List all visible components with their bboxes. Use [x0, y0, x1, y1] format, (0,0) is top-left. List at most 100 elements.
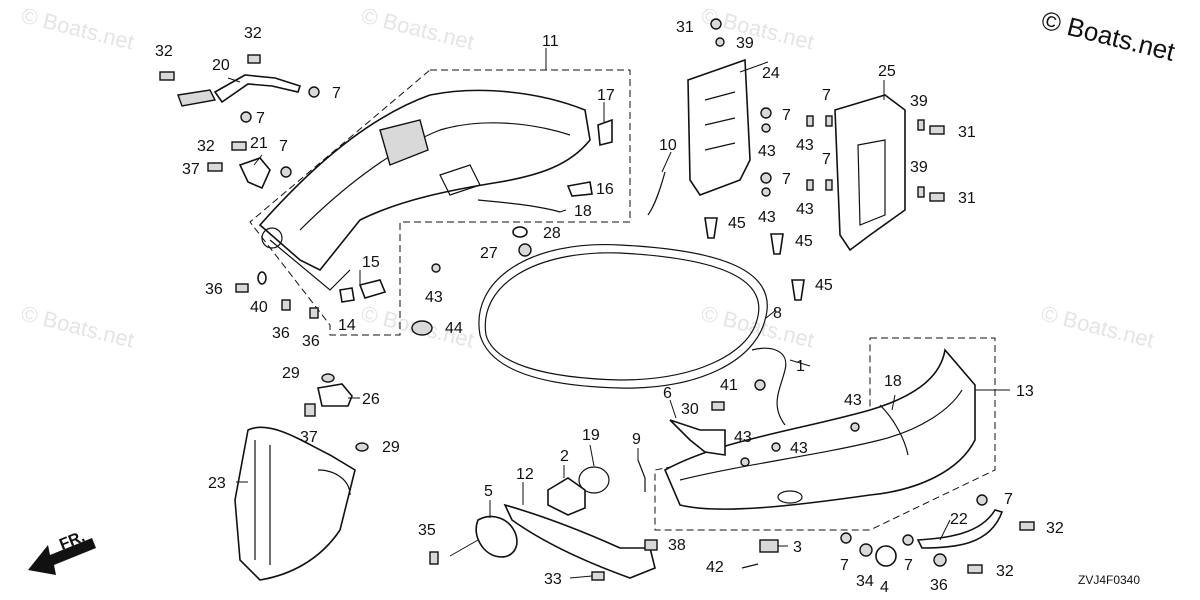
- part-27-nut: [518, 243, 532, 257]
- callout-label: 32: [244, 25, 262, 42]
- part-7-nut: [976, 494, 988, 506]
- part-32-bolt: [967, 564, 983, 574]
- callout-label: 31: [958, 124, 976, 141]
- callout-label: 9: [632, 431, 641, 448]
- part-38-bolt: [644, 539, 658, 551]
- callout-label: 16: [596, 181, 614, 198]
- part-43-clip: [850, 422, 860, 432]
- part-2-grommet: [547, 477, 586, 516]
- callout-label: 43: [425, 289, 443, 306]
- callout-label: 12: [516, 466, 534, 483]
- part-13-lower-cover: [663, 348, 976, 510]
- watermark-text: © Boats.net: [19, 3, 137, 55]
- front-arrow: FR.: [28, 528, 96, 575]
- callout-label: 6: [663, 385, 672, 402]
- part-7-nut: [840, 532, 852, 544]
- callout-label: 26: [362, 391, 380, 408]
- part-43-clip: [771, 442, 781, 452]
- callout-label: 7: [782, 107, 791, 124]
- callout-label: 31: [958, 190, 976, 207]
- callout-label: 29: [382, 439, 400, 456]
- callout-label: 40: [250, 299, 268, 316]
- callout-label: 39: [736, 35, 754, 52]
- callout-label: 7: [822, 87, 831, 104]
- callout-label: 36: [205, 281, 223, 298]
- callout-label: 7: [822, 151, 831, 168]
- callout-label: 38: [668, 537, 686, 554]
- part-18-tube: [477, 199, 561, 213]
- part-23-detail: [317, 469, 351, 496]
- part-43-clip: [740, 457, 750, 467]
- part-25-inner: [857, 139, 886, 226]
- callout-label: 43: [734, 429, 752, 446]
- leader-lines: [227, 48, 1010, 579]
- part-26-bracket: [317, 383, 353, 407]
- part-9-bar: [637, 459, 646, 492]
- part-10-rod: [647, 171, 666, 216]
- callout-label: 41: [720, 377, 738, 394]
- part-41-clip: [754, 379, 766, 391]
- part-22-bracket: [916, 509, 1004, 549]
- callout-label: 43: [790, 440, 808, 457]
- callout-label: 44: [445, 320, 463, 337]
- part-24-panel: [687, 58, 751, 196]
- part-34-nut: [859, 543, 873, 557]
- part-5-cap: [475, 515, 518, 558]
- part-33-bolt: [591, 571, 605, 581]
- callout-label: 32: [155, 43, 173, 60]
- callout-label: 45: [815, 277, 833, 294]
- part-12-plate: [503, 503, 656, 579]
- callout-label: 32: [1046, 520, 1064, 537]
- callout-label: 31: [676, 19, 694, 36]
- callout-label: 5: [484, 483, 493, 500]
- part-16-shape: [566, 181, 593, 197]
- callout-label: 29: [282, 365, 300, 382]
- watermark-text: © Boats.net: [359, 3, 477, 55]
- part-23-ribs: [254, 440, 271, 565]
- callout-label: 36: [272, 325, 290, 342]
- callout-label: 4: [880, 579, 889, 596]
- part-30-nut: [711, 401, 725, 411]
- part-36-bolt: [933, 553, 947, 567]
- part-23-shield: [234, 426, 356, 581]
- part-3-block: [759, 539, 779, 553]
- copyright-label: © Boats.net: [1039, 5, 1179, 67]
- bracket-parts-left: [159, 54, 320, 190]
- part-40-washer: [257, 271, 267, 285]
- watermark-text: © Boats.net: [19, 301, 137, 353]
- part-15-shape: [358, 279, 387, 299]
- callout-label: 7: [1004, 491, 1013, 508]
- callout-label: 7: [256, 110, 265, 127]
- callout-label: 8: [773, 305, 782, 322]
- part-19-ring: [578, 466, 610, 494]
- callout-label: 32: [996, 563, 1014, 580]
- callout-label: 20: [212, 57, 230, 74]
- callout-label: 43: [796, 137, 814, 154]
- callout-label: 27: [480, 245, 498, 262]
- callout-label: 18: [574, 203, 592, 220]
- part-43-clip: [431, 263, 441, 273]
- callout-label: 28: [543, 225, 561, 242]
- part-18-tube-lower: [879, 404, 909, 456]
- part-35-bolt: [429, 551, 439, 565]
- callout-label: 34: [856, 573, 874, 590]
- callout-label: 32: [197, 138, 215, 155]
- part-8-seal-inner: [484, 252, 760, 381]
- callout-label: 19: [582, 427, 600, 444]
- callout-label: 25: [878, 63, 896, 80]
- part-29-washer: [355, 442, 369, 452]
- part-29-washer: [321, 373, 335, 383]
- callout-label: 7: [840, 557, 849, 574]
- callout-label: 7: [782, 171, 791, 188]
- callout-label: 14: [338, 317, 356, 334]
- callout-label: 37: [300, 429, 318, 446]
- callout-label: 42: [706, 559, 724, 576]
- part-28-washer: [512, 226, 528, 238]
- callout-label: 7: [279, 138, 288, 155]
- fasteners-right: [704, 18, 945, 301]
- callout-label: 43: [796, 201, 814, 218]
- callout-label: 23: [208, 475, 226, 492]
- part-36-bolt: [281, 299, 291, 311]
